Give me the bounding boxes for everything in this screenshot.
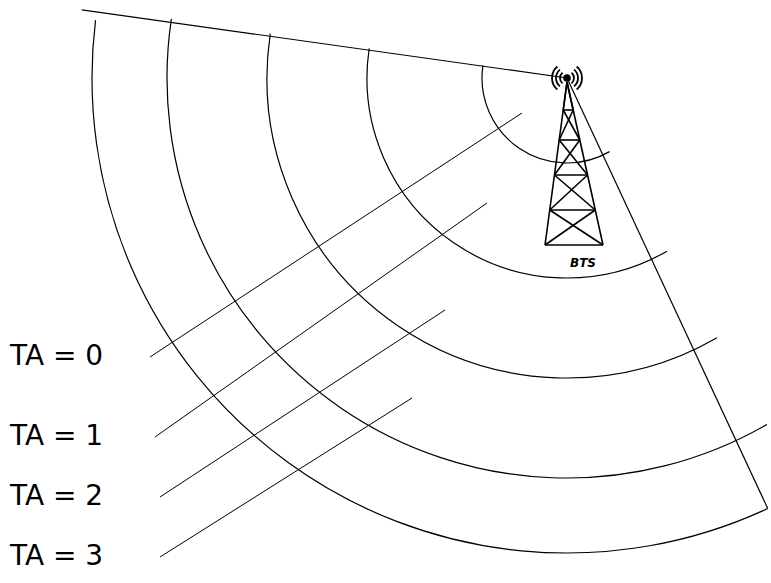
tower-brace	[559, 140, 587, 175]
station-label: BTS	[568, 256, 598, 270]
ta-label: TA = 0	[10, 340, 103, 372]
bts-tower	[545, 67, 603, 245]
radio-wave	[574, 70, 578, 87]
leader-line	[155, 203, 487, 437]
sector-edge	[567, 78, 768, 508]
tower-brace	[559, 110, 573, 140]
tower-bar	[545, 244, 603, 246]
tower-bar	[563, 109, 573, 111]
sector-edge	[82, 10, 567, 78]
radio-wave	[556, 70, 560, 87]
tower-leg	[545, 82, 603, 245]
leader-line	[150, 113, 522, 357]
ta-ring	[92, 20, 768, 553]
tower-brace	[550, 210, 603, 245]
ta-label: TA = 1	[10, 420, 103, 452]
tower-brace	[567, 82, 573, 110]
coverage-zones	[82, 10, 768, 553]
tower-brace	[554, 140, 579, 175]
tower-brace	[554, 175, 595, 210]
tower-brace	[563, 82, 567, 110]
tower-brace	[550, 175, 588, 210]
ta-label: TA = 2	[10, 480, 103, 512]
ta-ring	[167, 19, 767, 478]
tower-bar	[550, 209, 596, 211]
ta-label: TA = 3	[10, 540, 103, 572]
tower-bar	[559, 139, 580, 141]
leader-line	[160, 310, 445, 497]
ta-ring	[482, 65, 610, 163]
radio-wave	[571, 73, 574, 84]
radio-wave	[577, 67, 582, 90]
radio-wave	[552, 67, 557, 90]
ta-ring	[367, 48, 667, 278]
leader-line	[160, 398, 412, 557]
tower-bar	[554, 174, 587, 176]
tower-brace	[545, 210, 595, 245]
ta-ring	[267, 34, 717, 378]
leader-lines	[150, 113, 522, 557]
antenna-dot	[564, 75, 570, 81]
radio-wave	[560, 73, 563, 84]
